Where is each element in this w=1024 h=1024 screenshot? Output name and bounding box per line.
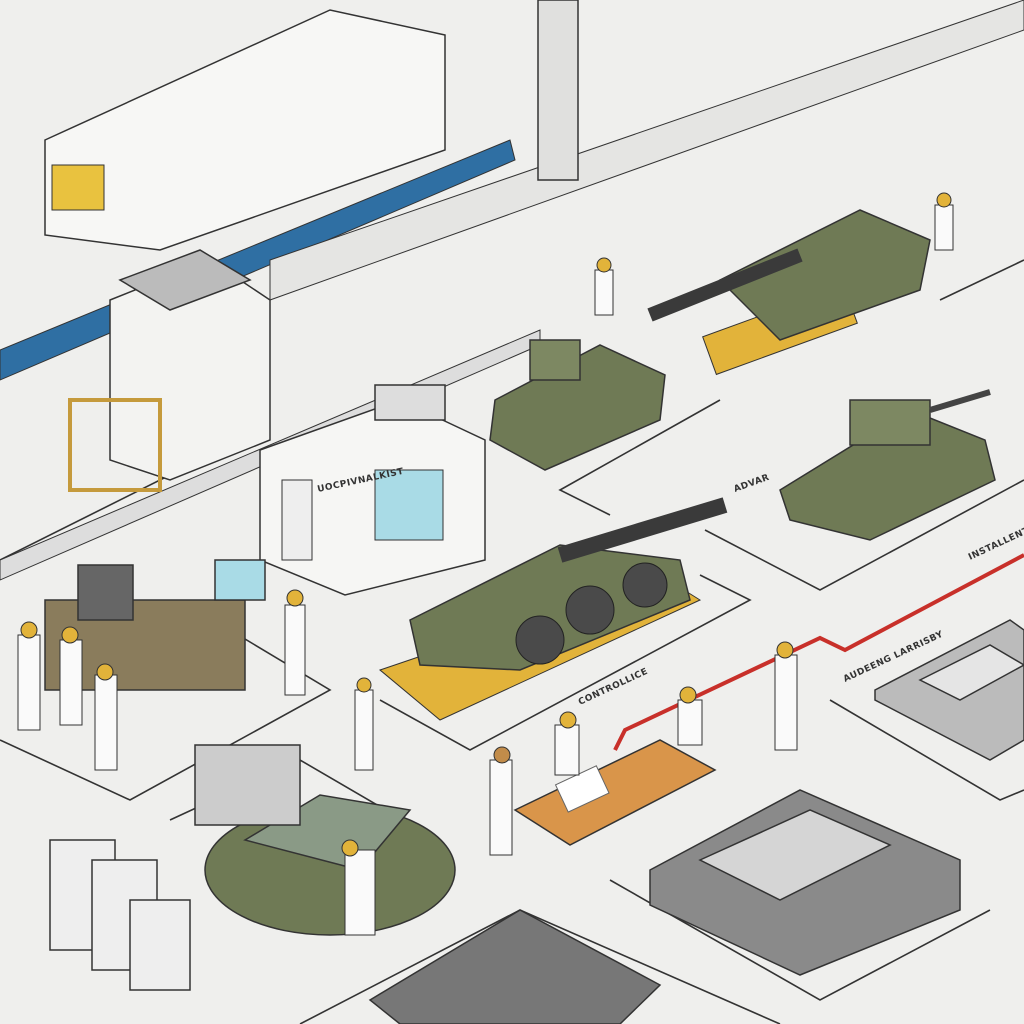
worker — [489, 746, 513, 856]
parts-grid — [368, 909, 662, 1024]
worker — [59, 626, 83, 726]
worker — [341, 839, 376, 936]
howitzer-on-cradle — [378, 497, 728, 721]
clean-room-building — [44, 9, 446, 251]
workers — [17, 192, 954, 936]
monitor-window — [374, 469, 444, 541]
worker — [677, 686, 703, 746]
worker — [17, 621, 41, 731]
tracked-vehicle — [489, 339, 666, 471]
door — [281, 479, 313, 561]
inspection-platform-right — [874, 619, 1024, 761]
worker — [354, 677, 374, 771]
artillery-vehicle-top — [647, 209, 931, 376]
wheeled-vehicle-right — [779, 389, 996, 541]
worker — [594, 257, 614, 316]
worker — [774, 641, 798, 751]
planning-table — [513, 739, 717, 846]
worker — [554, 711, 580, 776]
yellow-panel — [51, 164, 105, 211]
inspection-platform-bottom — [649, 789, 961, 976]
red-route-line — [613, 553, 1024, 751]
worker — [284, 589, 306, 696]
worker — [94, 663, 118, 771]
worker — [934, 192, 954, 251]
storage-cabinets — [49, 744, 301, 991]
chimney-pipe — [537, 0, 579, 181]
tower-machine — [68, 249, 271, 492]
